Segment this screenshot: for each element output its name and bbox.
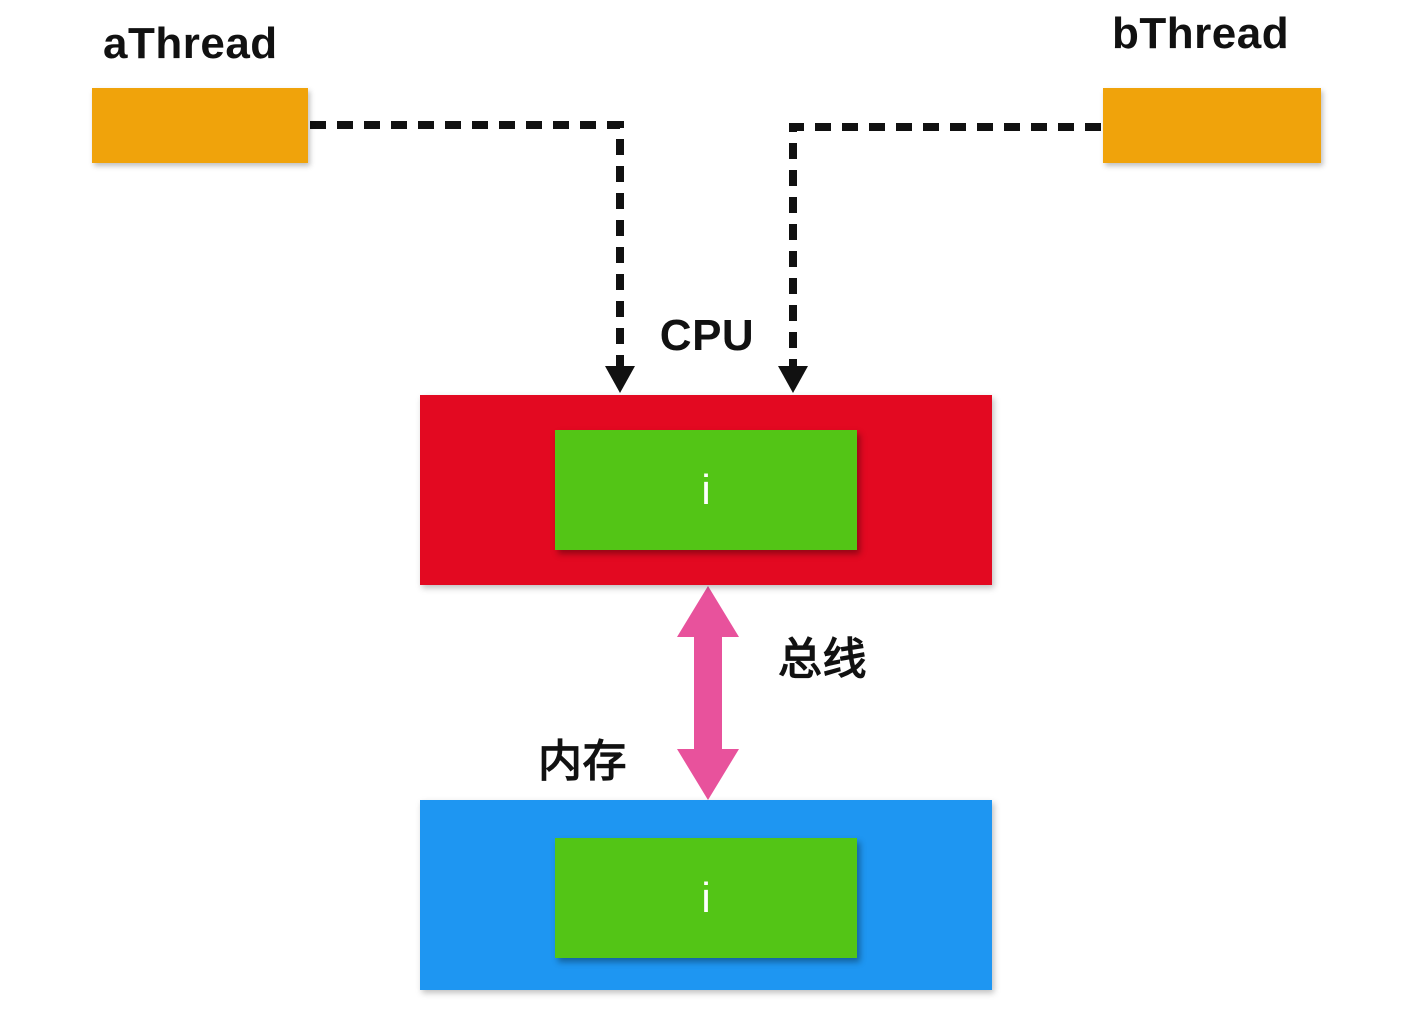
athread-label: aThread: [103, 19, 278, 68]
cpu-variable-label: i: [701, 466, 711, 513]
cpu-label: CPU: [659, 311, 755, 360]
bus-label: 总线: [778, 635, 867, 684]
athread-to-cpu-connector: [310, 121, 624, 368]
cpu-box: i: [420, 395, 992, 585]
bthread-to-cpu-connector: [789, 123, 1101, 368]
bus-double-arrow-icon: [677, 586, 739, 800]
athread-arrowhead-icon: [605, 366, 635, 393]
memory-label: 内存: [538, 737, 627, 786]
memory-variable-box: i: [555, 838, 857, 958]
memory-variable-label: i: [701, 874, 711, 921]
bthread-label: bThread: [1112, 9, 1290, 58]
bthread-box: [1103, 88, 1321, 163]
memory-box: i: [420, 800, 992, 990]
athread-box: [92, 88, 308, 163]
bthread-arrowhead-icon: [778, 366, 808, 393]
cpu-variable-box: i: [555, 430, 857, 550]
